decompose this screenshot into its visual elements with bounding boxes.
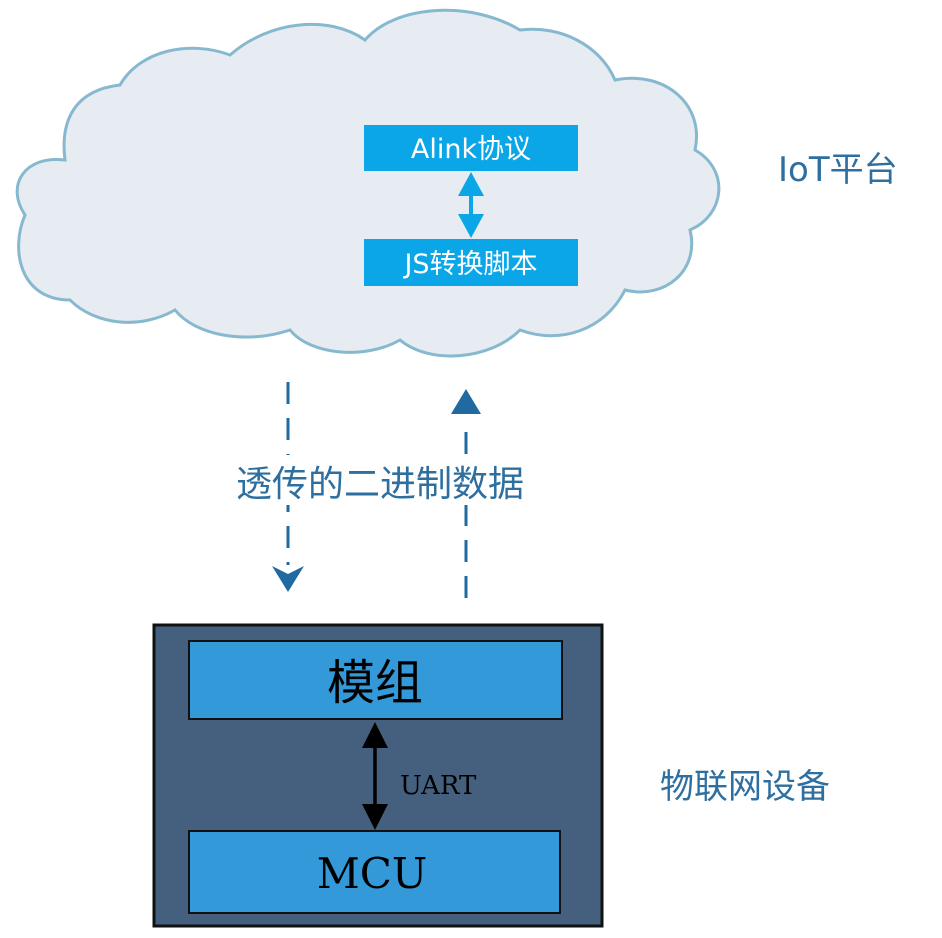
- js-script-box: [364, 239, 578, 286]
- uart-double-arrow: [362, 722, 388, 830]
- cloud-shape: [15, 8, 721, 358]
- module-box: [188, 640, 563, 720]
- platform-label: IoT平台: [778, 150, 898, 190]
- transfer-label: 透传的二进制数据: [236, 464, 524, 505]
- module-label: 模组: [327, 655, 423, 711]
- js-script-label: JS转换脚本: [402, 249, 537, 280]
- transfer-label-bg: [214, 455, 550, 505]
- uart-label: UART: [400, 771, 477, 801]
- mcu-label: MCU: [317, 849, 428, 898]
- alink-protocol-label: Alink协议: [411, 134, 531, 165]
- cloud-double-arrow: [458, 172, 484, 238]
- uplink-arrow: [451, 389, 481, 598]
- mcu-box: [188, 830, 561, 914]
- device-label: 物联网设备: [660, 767, 830, 807]
- alink-protocol-box: [364, 125, 578, 171]
